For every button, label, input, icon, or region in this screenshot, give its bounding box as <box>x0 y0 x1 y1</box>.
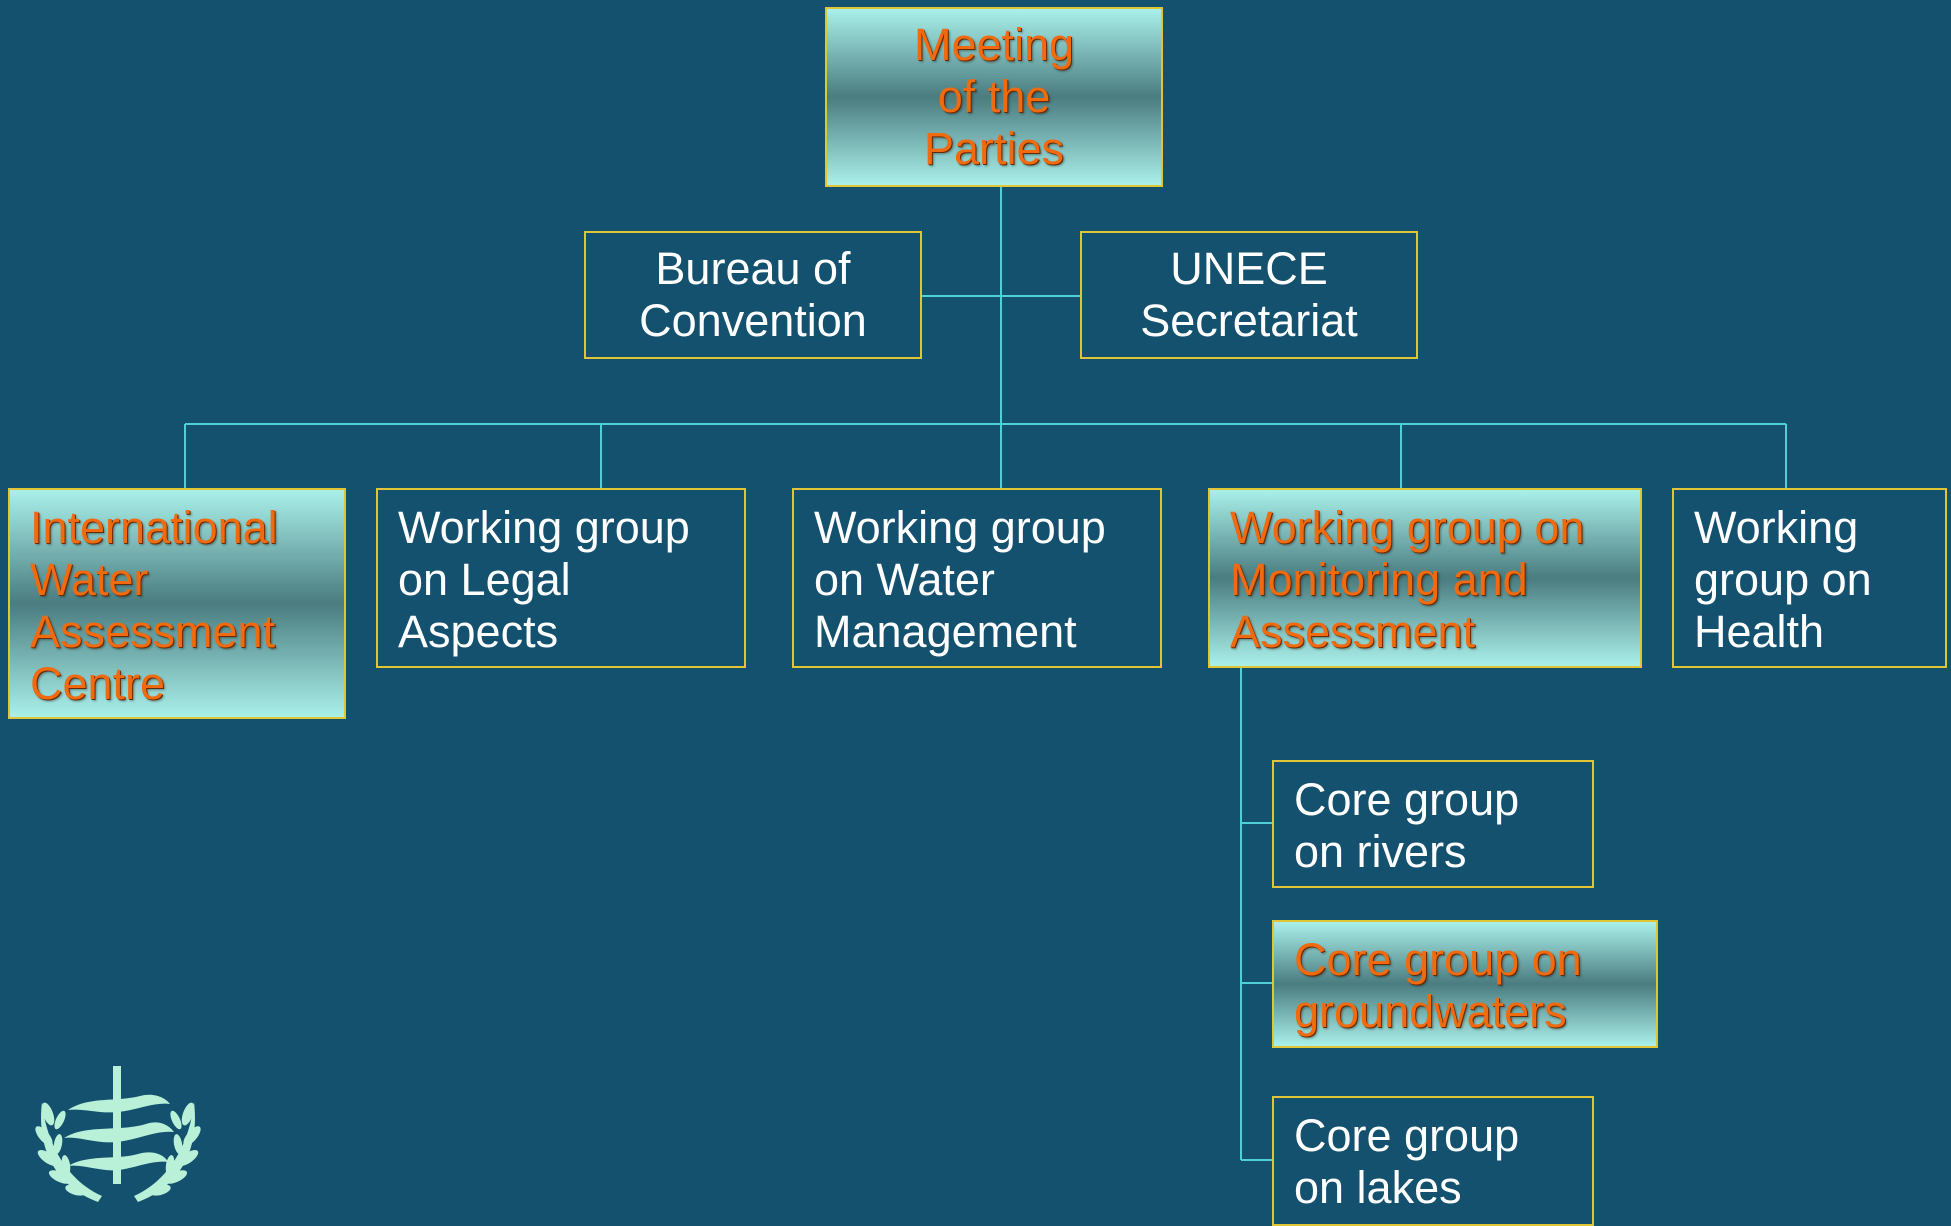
box-text-line: Assessment <box>30 606 276 657</box>
box-text-line: Aspects <box>398 606 559 657</box>
box-text-line: Assessment <box>1230 606 1476 657</box>
core-group-lakes-box: Core group on lakes <box>1272 1096 1594 1226</box>
box-text-line: on Legal <box>398 554 571 605</box>
box-text-line: Bureau of <box>655 243 851 294</box>
box-text-line: Convention <box>639 295 867 346</box>
box-text-line: Secretariat <box>1140 295 1358 346</box>
box-text-line: on rivers <box>1294 826 1467 877</box>
box-text-line: Centre <box>30 658 166 709</box>
box-text-line: Core group <box>1294 1110 1520 1161</box>
unece-secretariat-box: UNECE Secretariat <box>1080 231 1418 359</box>
box-text-line: groundwaters <box>1294 986 1567 1037</box>
international-water-assessment-centre-box: International Water Assessment Centre <box>8 488 346 719</box>
box-text-line: Working group <box>814 502 1106 553</box>
box-text-line: of the <box>937 71 1051 122</box>
box-text-line: Core group on <box>1294 934 1582 985</box>
box-text-line: group on <box>1694 554 1872 605</box>
box-text-line: Management <box>814 606 1077 657</box>
box-text-line: Parties <box>923 123 1065 174</box>
box-text-line: International <box>30 502 278 553</box>
box-text-line: on Water <box>814 554 995 605</box>
core-group-rivers-box: Core group on rivers <box>1272 760 1594 888</box>
box-text-line: Meeting <box>913 19 1075 70</box>
meeting-of-parties-box: Meeting of the Parties <box>825 7 1163 187</box>
box-text-line: UNECE <box>1170 243 1328 294</box>
box-text-line: Monitoring and <box>1230 554 1528 605</box>
wg-legal-aspects-box: Working group on Legal Aspects <box>376 488 746 668</box>
wg-monitoring-assessment-box: Working group on Monitoring and Assessme… <box>1208 488 1642 668</box>
box-text-line: Working group on <box>1230 502 1585 553</box>
box-text-line: Water <box>30 554 149 605</box>
box-text-line: Health <box>1694 606 1825 657</box>
box-text-line: Working group <box>398 502 690 553</box>
core-group-groundwaters-box: Core group on groundwaters <box>1272 920 1658 1048</box>
wg-health-box: Working group on Health <box>1672 488 1947 668</box>
box-text-line: on lakes <box>1294 1162 1462 1213</box>
wg-water-management-box: Working group on Water Management <box>792 488 1162 668</box>
bureau-of-convention-box: Bureau of Convention <box>584 231 922 359</box>
box-text-line: Working <box>1694 502 1859 553</box>
un-laurel-emblem-icon <box>35 1066 201 1202</box>
box-text-line: Core group <box>1294 774 1520 825</box>
